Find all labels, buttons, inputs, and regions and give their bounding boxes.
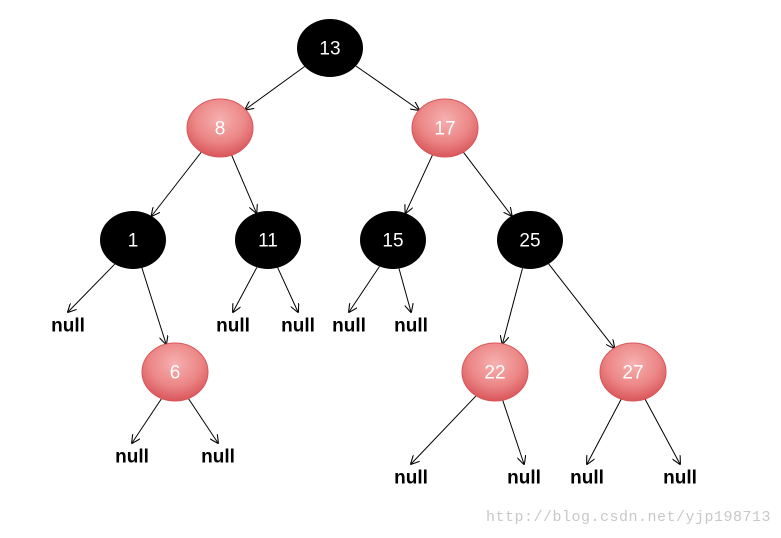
watermark-text: http://blog.csdn.net/yjp198713 — [485, 509, 771, 526]
edge-n11-null2 — [233, 267, 258, 312]
red-node-circle — [186, 98, 254, 158]
null-leaf: null — [51, 316, 85, 337]
edge-n11-null3 — [277, 267, 298, 312]
null-leaf: null — [332, 316, 366, 337]
node-label: 22 — [484, 363, 505, 384]
null-leaf: null — [394, 316, 428, 337]
null-leaf: null — [216, 316, 250, 337]
null-leaf: null — [394, 468, 428, 489]
null-leaf: null — [281, 316, 315, 337]
null-leaf: null — [201, 447, 235, 468]
null-leaf: null — [663, 468, 697, 489]
node-label: 8 — [215, 119, 226, 140]
tree-node-17: 17 — [411, 98, 479, 158]
edge-n27-null10 — [587, 398, 622, 464]
node-label: 13 — [319, 39, 340, 60]
red-node-circle — [461, 342, 529, 402]
edge-n13-n8 — [245, 66, 305, 110]
black-node-circle — [497, 211, 563, 269]
edge-n27-null11 — [644, 398, 680, 464]
node-label: 17 — [434, 119, 455, 140]
null-leaf: null — [507, 468, 541, 489]
edge-n8-n11 — [231, 154, 257, 213]
tree-node-25: 25 — [497, 211, 563, 269]
node-label: 25 — [519, 231, 540, 252]
node-label: 27 — [622, 363, 643, 384]
tree-node-1: 1 — [100, 211, 166, 269]
tree-node-22: 22 — [461, 342, 529, 402]
edges-layer — [68, 65, 680, 464]
black-node-circle — [297, 19, 363, 77]
red-node-circle — [599, 342, 667, 402]
edge-n15-null5 — [398, 268, 411, 313]
black-node-circle — [100, 211, 166, 269]
edge-n17-n15 — [406, 154, 433, 213]
black-node-circle — [360, 211, 426, 269]
edge-n15-null4 — [349, 266, 380, 312]
edge-n17-n25 — [462, 151, 511, 216]
null-leaves-layer: null null null null null null null null null null… — [51, 316, 697, 489]
edge-n6-null7 — [187, 398, 218, 444]
edge-n6-null6 — [132, 398, 163, 444]
tree-node-11: 11 — [235, 211, 301, 269]
red-node-circle — [141, 342, 209, 402]
edge-n25-n22 — [503, 268, 523, 344]
tree-node-8: 8 — [186, 98, 254, 158]
node-label: 11 — [258, 231, 278, 252]
edge-n1-null1 — [68, 263, 116, 312]
red-node-circle — [411, 98, 479, 158]
tree-node-15: 15 — [360, 211, 426, 269]
edge-n22-null9 — [502, 400, 524, 464]
black-node-circle — [235, 211, 301, 269]
tree-node-6: 6 — [141, 342, 209, 402]
node-label: 6 — [170, 363, 181, 384]
null-leaf: null — [115, 447, 149, 468]
null-leaf: null — [570, 468, 604, 489]
edge-n13-n17 — [355, 65, 419, 110]
tree-node-13: 13 — [297, 19, 363, 77]
node-label: 1 — [128, 231, 139, 252]
tree-node-27: 27 — [599, 342, 667, 402]
edge-n1-n6 — [141, 267, 166, 344]
edge-n8-n1 — [152, 151, 202, 216]
edge-n22-null8 — [411, 395, 477, 464]
node-label: 15 — [382, 231, 403, 252]
edge-n25-n27 — [548, 263, 615, 348]
